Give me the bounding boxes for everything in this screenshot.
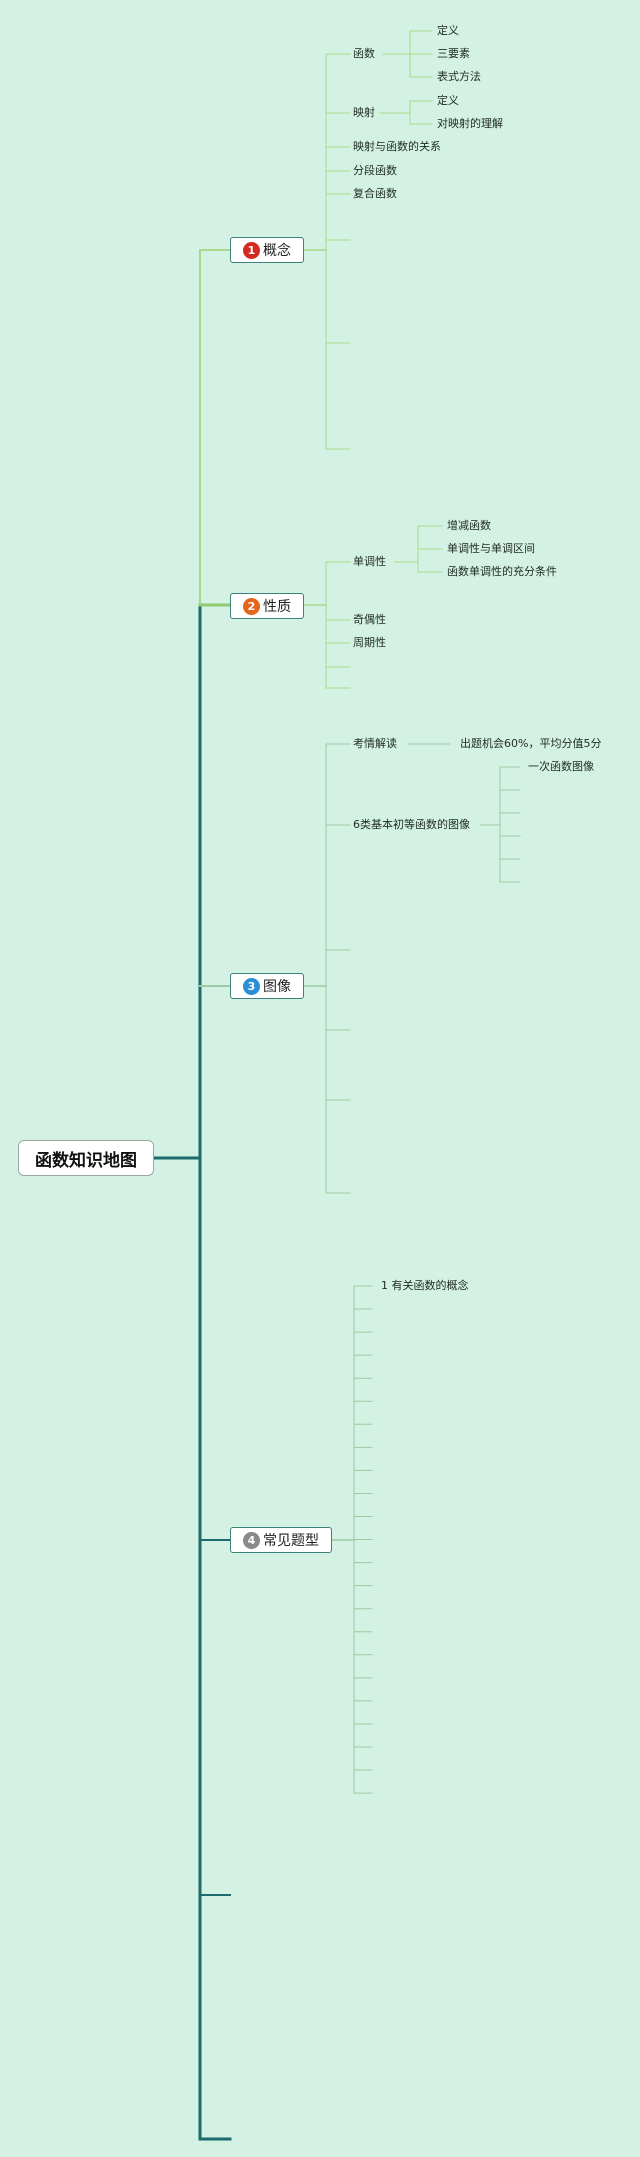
subtopic-sufficient-condition[interactable]: 函数单调性的充分条件 bbox=[447, 565, 557, 578]
subtopic-mapping-definition[interactable]: 定义 bbox=[437, 94, 459, 107]
number-badge-2: 2 bbox=[243, 597, 260, 615]
topic-mapping-function-relation[interactable]: 映射与函数的关系 bbox=[353, 140, 441, 153]
topic-mapping[interactable]: 映射 bbox=[353, 106, 375, 119]
subtopic-function-three-elements[interactable]: 三要素 bbox=[437, 47, 470, 60]
subtopic-function-definition[interactable]: 定义 bbox=[437, 24, 459, 37]
topic-parity[interactable]: 奇偶性 bbox=[353, 613, 386, 626]
branch-node-concept[interactable]: 1 概念 bbox=[230, 237, 304, 263]
topic-composite-function[interactable]: 复合函数 bbox=[353, 187, 397, 200]
subtopic-monotonic-interval[interactable]: 单调性与单调区间 bbox=[447, 542, 535, 555]
topic-monotonicity[interactable]: 单调性 bbox=[353, 555, 386, 568]
subtopic-linear-graph[interactable]: 一次函数图像 bbox=[528, 760, 594, 773]
number-badge-3: 3 bbox=[243, 977, 260, 995]
subtopic-exam-frequency[interactable]: 出题机会60%，平均分值5分 bbox=[460, 737, 602, 750]
branch-label-properties: 性质 bbox=[263, 599, 291, 615]
branch-node-properties[interactable]: 2 性质 bbox=[230, 593, 304, 619]
branch-node-graph[interactable]: 3 图像 bbox=[230, 973, 304, 999]
subtopic-increasing-decreasing[interactable]: 增减函数 bbox=[447, 519, 491, 532]
branch-label-concept: 概念 bbox=[263, 243, 291, 259]
subtopic-mapping-understanding[interactable]: 对映射的理解 bbox=[437, 117, 503, 130]
topic-periodicity[interactable]: 周期性 bbox=[353, 636, 386, 649]
root-node-label: 函数知识地图 bbox=[35, 1150, 137, 1171]
number-badge-1: 1 bbox=[243, 241, 260, 259]
topic-piecewise-function[interactable]: 分段函数 bbox=[353, 164, 397, 177]
topic-function[interactable]: 函数 bbox=[353, 47, 375, 60]
branch-label-question-types: 常见题型 bbox=[263, 1533, 319, 1549]
topic-function-concept-questions[interactable]: 1 有关函数的概念 bbox=[381, 1279, 469, 1292]
topic-exam-analysis[interactable]: 考情解读 bbox=[353, 737, 397, 750]
topic-six-elementary-graphs[interactable]: 6类基本初等函数的图像 bbox=[353, 818, 470, 831]
number-badge-4: 4 bbox=[243, 1531, 260, 1549]
branch-label-graph: 图像 bbox=[263, 979, 291, 995]
subtopic-function-representation[interactable]: 表式方法 bbox=[437, 70, 481, 83]
root-node[interactable]: 函数知识地图 bbox=[18, 1140, 154, 1176]
branch-node-question-types[interactable]: 4 常见题型 bbox=[230, 1527, 332, 1553]
